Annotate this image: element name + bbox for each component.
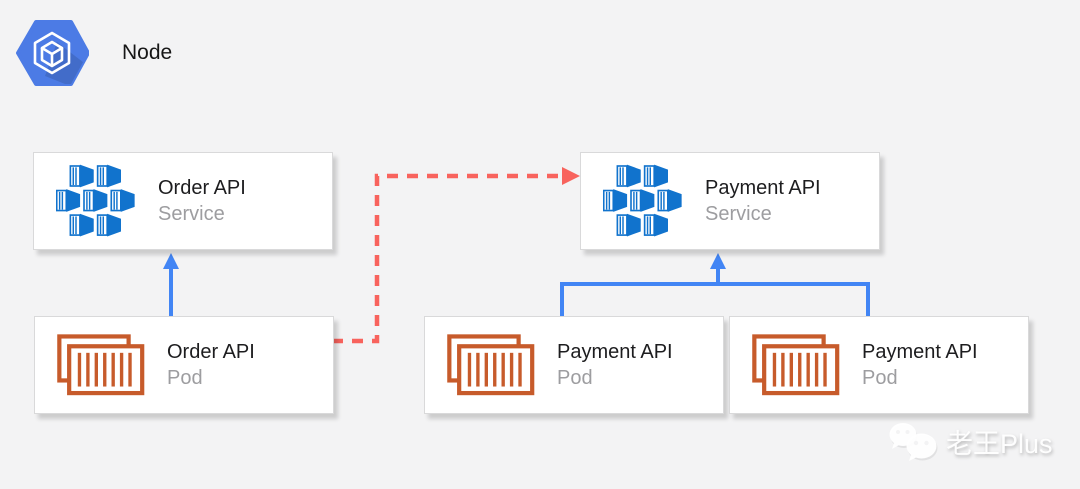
box-subtitle: Pod [557,366,593,389]
arrow-payment-pods-to-payment-service [560,253,870,318]
order-service-labels: Order API Service [158,177,246,226]
watermark-text: 老王Plus [946,428,1053,459]
kubernetes-service-icon [603,164,683,238]
box-title: Payment API [557,340,673,363]
node-header: Node [15,18,172,88]
box-subtitle: Service [158,202,225,225]
box-subtitle: Service [705,202,772,225]
order-api-service-box: Order API Service [33,152,333,250]
payment-pod-2-labels: Payment API Pod [862,341,978,390]
kubernetes-service-icon [56,164,136,238]
box-title: Order API [158,176,246,199]
box-title: Payment API [862,340,978,363]
box-subtitle: Pod [167,366,203,389]
watermark: 老王Plus [886,420,1053,462]
gke-node-icon [16,20,89,86]
node-label: Node [122,41,173,64]
arrow-order-pod-to-payment-service [312,167,580,344]
payment-api-service-box: Payment API Service [580,152,880,250]
order-api-pod-box: Order API Pod [34,316,334,414]
payment-service-labels: Payment API Service [705,177,821,226]
container-pod-icon [57,334,145,396]
box-title: Payment API [705,176,821,199]
payment-pod-1-labels: Payment API Pod [557,341,673,390]
box-subtitle: Pod [862,366,898,389]
wechat-icon [889,423,938,461]
payment-api-pod-1-box: Payment API Pod [424,316,724,414]
arrow-order-pod-to-order-service [163,253,179,318]
box-title: Order API [167,340,255,363]
container-pod-icon [447,334,535,396]
container-pod-icon [752,334,840,396]
payment-api-pod-2-box: Payment API Pod [729,316,1029,414]
order-pod-labels: Order API Pod [167,341,255,390]
